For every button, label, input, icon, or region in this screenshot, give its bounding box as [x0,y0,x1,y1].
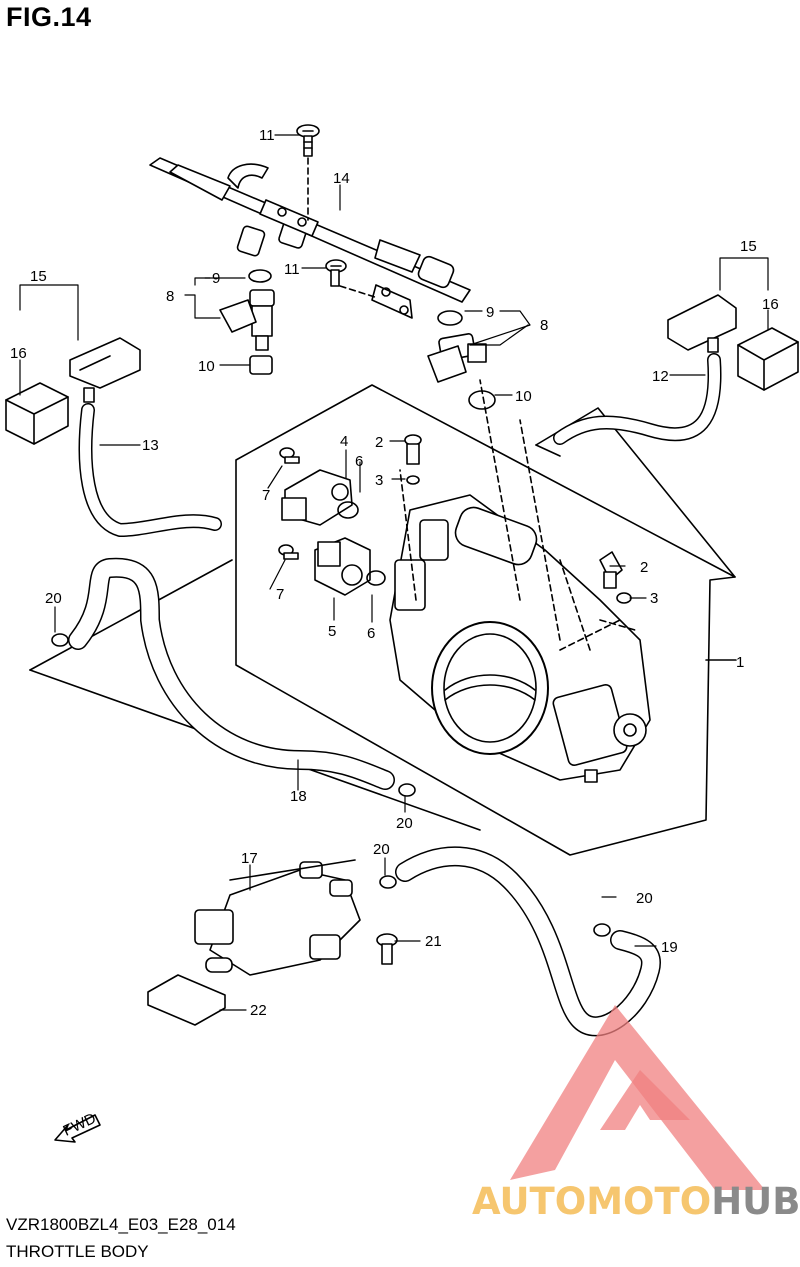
callout-3b: 3 [650,590,658,607]
callout-20d: 20 [636,890,653,907]
callout-2a: 2 [375,434,383,451]
drawing-code: VZR1800BZL4_E03_E28_014 [6,1215,236,1234]
watermark-text: AUTOMOTOHUB [472,1180,800,1223]
callout-1: 1 [736,654,744,671]
screw-2-upper [404,434,422,485]
isc-valve [194,859,361,976]
callout-17: 17 [241,850,258,867]
callout-14: 14 [333,170,350,187]
callout-6a: 6 [355,453,363,470]
callout-7a: 7 [262,487,270,504]
leader-lines [19,134,769,1011]
clamps-20 [51,633,611,937]
callout-22: 22 [250,1002,267,1019]
injector-left [219,269,275,375]
callout-9b: 9 [486,304,494,321]
callout-21: 21 [425,933,442,950]
hose-13 [78,403,222,537]
sensor-left [5,337,141,445]
callout-16b: 16 [762,296,779,313]
callout-13: 13 [142,437,159,454]
callout-8b: 8 [540,317,548,334]
callout-2b: 2 [640,559,648,576]
fuel-delivery-pipe [149,157,471,319]
screw-11-top [296,124,320,157]
watermark-logo [510,1005,765,1190]
callout-18: 18 [290,788,307,805]
callout-15a: 15 [30,268,47,285]
injector-right [427,310,496,410]
throttle-body [389,379,651,783]
sensor-5 [314,537,386,596]
drawing-title: THROTTLE BODY [6,1242,149,1261]
callout-11b: 11 [284,261,300,278]
sensor-4 [281,469,359,526]
callout-20c: 20 [373,841,390,858]
figure-label: FIG.14 [6,2,92,32]
callout-10b: 10 [515,388,532,405]
callout-19: 19 [661,939,678,956]
callout-15b: 15 [740,238,757,255]
callout-20b: 20 [396,815,413,832]
fwd-arrow [54,1114,101,1143]
callout-10a: 10 [198,358,215,375]
callout-4: 4 [340,433,348,450]
callout-16a: 16 [10,345,27,362]
callout-6b: 6 [367,625,375,642]
screw-21 [376,933,398,965]
callout-11a: 11 [259,127,275,144]
callout-7b: 7 [276,586,284,603]
callout-12: 12 [652,368,669,385]
screw-11-mid [325,259,347,287]
callout-8a: 8 [166,288,174,305]
pad-22 [147,974,226,1026]
callout-9a: 9 [212,270,220,287]
screws-7 [278,447,300,560]
screw-2-lower [599,551,632,604]
callout-3a: 3 [375,472,383,489]
callout-20a: 20 [45,590,62,607]
sensor-right [667,294,799,391]
callout-5: 5 [328,623,336,640]
